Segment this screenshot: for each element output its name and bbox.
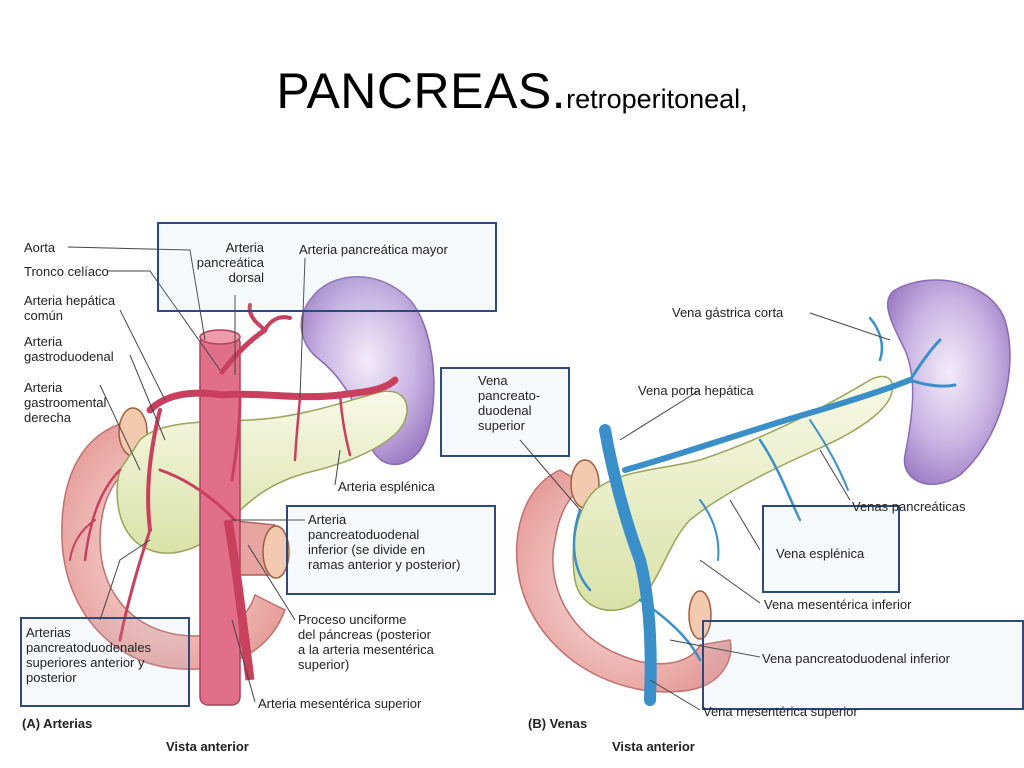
label-vena-pancreatoduodenal-inferior: Vena pancreatoduodenal inferior <box>762 651 950 666</box>
label-line: del páncreas (posterior <box>298 627 431 642</box>
callout-box-pancreatoduodenal-superior <box>20 617 190 707</box>
label-arteria-hepatica: Arteria hepática común <box>24 293 115 323</box>
title-subtitle: retroperitoneal, <box>566 84 748 114</box>
sma-a <box>223 519 255 681</box>
label-line: superior <box>478 418 525 433</box>
label-line: Vena <box>478 373 508 388</box>
label-vena-mesenterica-inferior: Vena mesentérica inferior <box>764 597 912 612</box>
view-label-a: Vista anterior <box>166 739 249 754</box>
callout-box-pancreatoduodenal-inferior <box>286 505 496 595</box>
label-line: Arteria hepática <box>24 293 116 308</box>
pancreas-a <box>116 390 408 554</box>
label-arteria-pancreatica-mayor: Arteria pancreática mayor <box>299 242 448 257</box>
label-vena-gastrica-corta: Vena gástrica corta <box>672 305 784 320</box>
callout-box-vena-pancreatoduodenal-inferior <box>702 620 1024 710</box>
label-line: Arteria <box>225 240 264 255</box>
label-line: pancreato- <box>478 388 541 403</box>
label-arteria-mesenterica-superior: Arteria mesentérica superior <box>258 696 422 711</box>
label-vena-porta-hepatica: Vena porta hepática <box>638 383 754 398</box>
view-label-b: Vista anterior <box>612 739 695 754</box>
label-arterias-pancreatoduodenales-superiores: Arterias pancreatoduodenales superiores … <box>26 625 151 685</box>
label-line: Arterias <box>26 625 71 640</box>
label-line: pancreatoduodenal <box>308 527 420 542</box>
label-line: Arteria <box>24 380 63 395</box>
label-line: ramas anterior y posterior) <box>308 557 461 572</box>
intestine-cut-a <box>262 525 290 579</box>
panel-b-veins <box>515 279 1011 706</box>
label-line: Arteria <box>308 512 347 527</box>
duodenum-a <box>61 419 286 670</box>
label-line: pancreática <box>196 255 264 270</box>
panel-tag-venas: (B) Venas <box>528 716 588 731</box>
title-main: PANCREAS. <box>276 63 567 119</box>
label-aorta: Aorta <box>24 240 56 255</box>
spleen-b <box>886 279 1011 485</box>
callout-box-vena-esplenica <box>762 505 900 593</box>
slide-title: PANCREAS.retroperitoneal, <box>0 62 1024 120</box>
label-line: derecha <box>24 410 71 425</box>
aorta-top-a <box>199 329 241 345</box>
pancreas-b <box>572 375 894 611</box>
label-vena-pancreatoduodenal-superior: Vena pancreato- duodenal superior <box>478 373 540 433</box>
callout-box-vena-pancreatoduodenal-superior <box>440 367 570 457</box>
label-proceso-unciforme: Proceso unciforme del páncreas (posterio… <box>298 612 434 672</box>
label-arteria-pancreatoduodenal-inferior: Arteria pancreatoduodenal inferior (se d… <box>308 512 460 572</box>
label-vena-esplenica: Vena esplénica <box>776 546 865 561</box>
arteries-a <box>69 303 399 642</box>
callout-box-pancreatic-arteries <box>157 222 497 312</box>
label-vena-mesenterica-superior: Vena mesentérica superior <box>703 704 858 719</box>
label-line: común <box>24 308 64 323</box>
label-arteria-esplenica: Arteria esplénica <box>338 479 435 494</box>
label-line: gastroomental <box>24 395 107 410</box>
label-arteria-gastroomental: Arteria gastroomental derecha <box>24 380 106 425</box>
label-line: inferior (se divide en <box>308 542 426 557</box>
veins-b <box>572 316 957 706</box>
label-arteria-pancreatica-dorsal: Arteria pancreática dorsal <box>168 240 264 285</box>
label-line: posterior <box>26 670 77 685</box>
label-venas-pancreaticas: Venas pancreáticas <box>852 499 966 514</box>
label-line: superiores anterior y <box>26 655 145 670</box>
label-line: duodenal <box>478 403 532 418</box>
label-line: Proceso unciforme <box>298 612 407 627</box>
label-tronco-celiaco: Tronco celíaco <box>24 264 109 279</box>
label-line: gastroduodenal <box>24 349 114 364</box>
label-arteria-gastroduodenal: Arteria gastroduodenal <box>24 334 114 364</box>
intestine-cut-b <box>688 590 712 640</box>
duodenum-b <box>515 469 732 693</box>
label-line: Arteria <box>24 334 63 349</box>
label-line: pancreatoduodenales <box>26 640 152 655</box>
panel-tag-arterias: (A) Arterias <box>22 716 93 731</box>
label-line: dorsal <box>228 270 264 285</box>
label-line: superior) <box>298 657 350 672</box>
label-line: a la arteria mesentérica <box>298 642 434 657</box>
